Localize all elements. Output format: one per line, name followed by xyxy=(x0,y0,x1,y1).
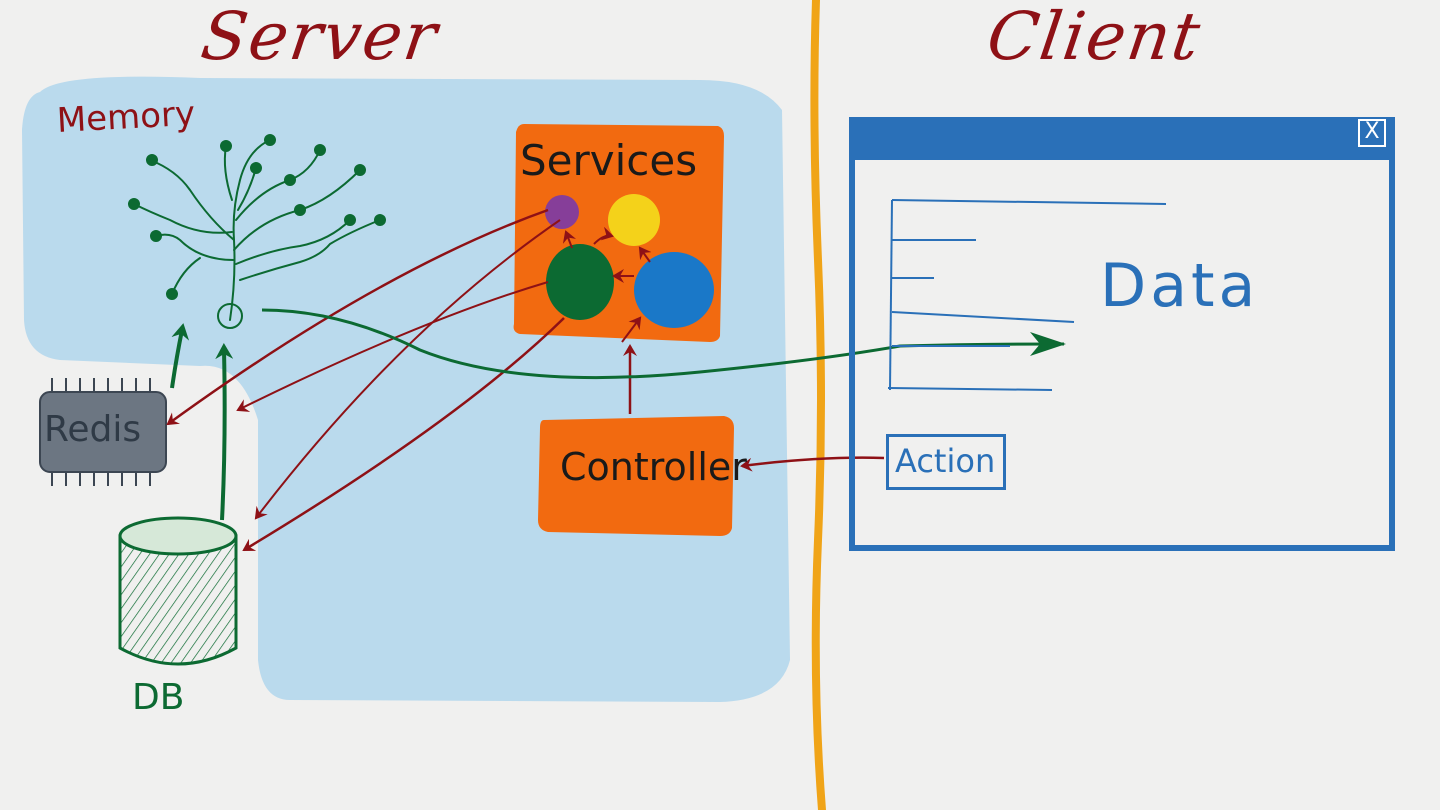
service-node-blue xyxy=(634,252,714,328)
server-client-divider xyxy=(810,0,826,810)
arrow-services-to-redis xyxy=(166,208,549,426)
close-icon[interactable]: X xyxy=(1358,119,1386,147)
arrow-green-to-purple xyxy=(562,230,577,249)
service-node-yellow xyxy=(608,194,660,246)
controller-box xyxy=(538,416,734,536)
server-title: Server xyxy=(196,0,444,75)
arrow-blue-to-yellow xyxy=(638,246,652,263)
controller-label: Controller xyxy=(560,445,747,489)
memory-tree-icon xyxy=(128,134,386,329)
arrow-services-to-redis-2 xyxy=(236,281,549,412)
database-icon xyxy=(118,516,238,666)
data-label: Data xyxy=(1100,251,1260,321)
service-node-purple xyxy=(545,195,579,229)
arrow-redis-to-memory xyxy=(170,323,190,389)
client-window xyxy=(849,117,1395,551)
service-node-green xyxy=(546,244,614,320)
arrow-db-to-memory xyxy=(215,343,234,521)
data-list-lines xyxy=(887,199,1167,391)
action-button[interactable]: Action xyxy=(886,434,1006,490)
db-label: DB xyxy=(132,677,185,718)
redis-chip-icon xyxy=(39,378,167,486)
arrow-action-to-controller xyxy=(740,456,885,472)
arrow-services-to-db xyxy=(254,219,561,520)
client-title: Client xyxy=(982,0,1207,75)
arrow-services-to-db-2 xyxy=(242,317,565,552)
arrow-controller-to-blue xyxy=(621,316,642,343)
arrow-green-to-yellow xyxy=(593,226,614,245)
services-label: Services xyxy=(520,136,698,185)
memory-label: Memory xyxy=(55,93,197,141)
redis-label: Redis xyxy=(44,409,142,450)
